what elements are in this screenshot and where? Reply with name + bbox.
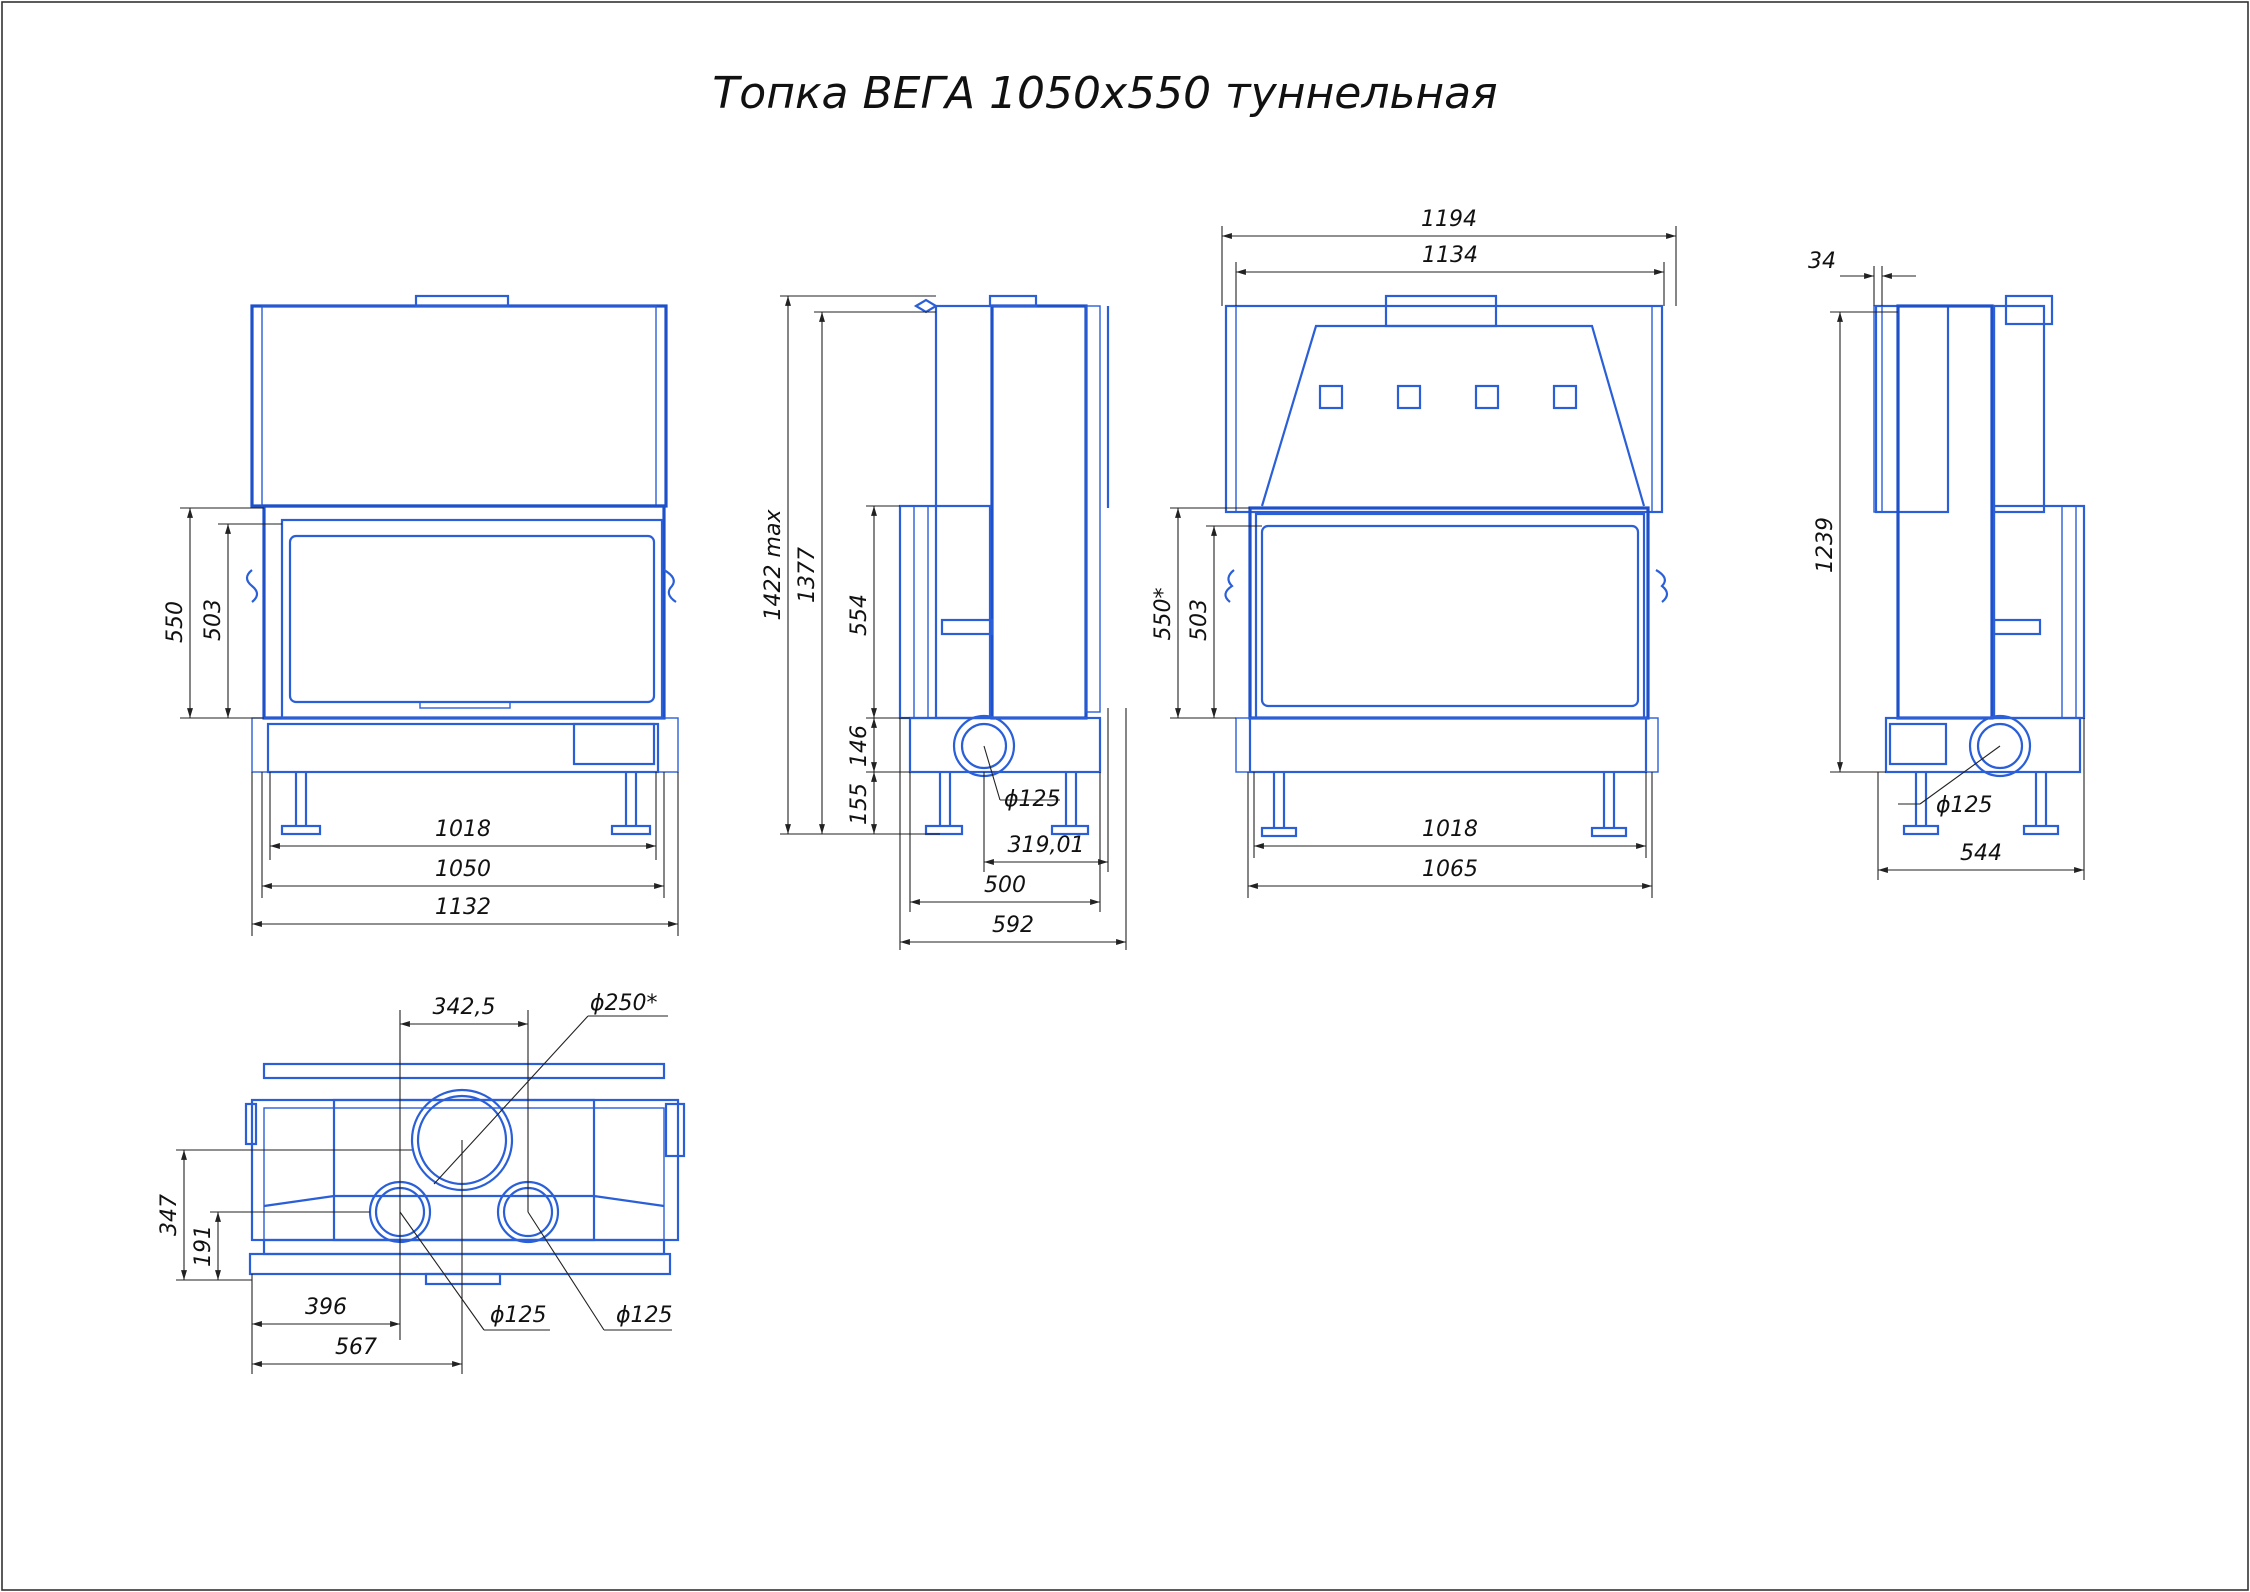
dim-125: ϕ125 bbox=[1004, 787, 1061, 812]
dim-1018-back: 1018 bbox=[1422, 817, 1478, 842]
dim-1377: 1377 bbox=[795, 547, 820, 603]
dim-1132: 1132 bbox=[435, 895, 491, 920]
dim-1065: 1065 bbox=[1422, 857, 1478, 882]
dim-250: ϕ250* bbox=[590, 991, 658, 1016]
side-view-2-dimensions: 34 1239 ϕ125 544 bbox=[1808, 249, 2085, 880]
dim-554: 554 bbox=[847, 594, 872, 636]
back-view bbox=[1224, 294, 1669, 838]
dim-155: 155 bbox=[847, 783, 872, 825]
dim-1239: 1239 bbox=[1813, 517, 1838, 573]
drawing-title: Топка ВЕГА 1050х550 туннельная bbox=[712, 68, 1497, 119]
back-view-dimensions: 1194 1134 550* 503 1018 1065 bbox=[1151, 207, 1677, 898]
dim-347: 347 bbox=[157, 1194, 182, 1236]
dim-342: 342,5 bbox=[433, 995, 496, 1020]
front-view bbox=[245, 294, 679, 836]
dim-1018: 1018 bbox=[435, 817, 491, 842]
side-view-2 bbox=[1873, 294, 2086, 836]
side-view bbox=[898, 294, 1110, 836]
dim-34: 34 bbox=[1808, 249, 1836, 274]
dim-319: 319,01 bbox=[1008, 833, 1085, 858]
dim-125-b: ϕ125 bbox=[616, 1303, 673, 1328]
dim-1194: 1194 bbox=[1421, 207, 1477, 232]
dim-1422: 1422 max bbox=[761, 509, 786, 621]
dim-191: 191 bbox=[191, 1225, 216, 1267]
dim-592: 592 bbox=[992, 913, 1034, 938]
side-view-dimensions: 1422 max 1377 554 146 155 ϕ125 319,01 50… bbox=[761, 295, 1127, 950]
dim-550-star: 550* bbox=[1151, 588, 1176, 641]
dim-1050: 1050 bbox=[435, 857, 491, 882]
dim-146: 146 bbox=[847, 725, 872, 767]
dim-396: 396 bbox=[305, 1295, 347, 1320]
dim-1134: 1134 bbox=[1422, 243, 1478, 268]
dim-550: 550 bbox=[163, 601, 188, 643]
dim-503-back: 503 bbox=[1187, 599, 1212, 641]
dim-125-a: ϕ125 bbox=[490, 1303, 547, 1328]
top-view bbox=[244, 1062, 686, 1286]
dim-544: 544 bbox=[1960, 841, 2002, 866]
dim-567: 567 bbox=[335, 1335, 377, 1360]
dim-503: 503 bbox=[201, 599, 226, 641]
dim-500: 500 bbox=[984, 873, 1026, 898]
top-view-dimensions: 342,5 ϕ250* 347 191 396 567 ϕ125 ϕ125 bbox=[157, 991, 673, 1374]
dim-125-side2: ϕ125 bbox=[1936, 793, 1993, 818]
front-view-dimensions: 1018 1050 1132 550 503 bbox=[163, 507, 679, 936]
